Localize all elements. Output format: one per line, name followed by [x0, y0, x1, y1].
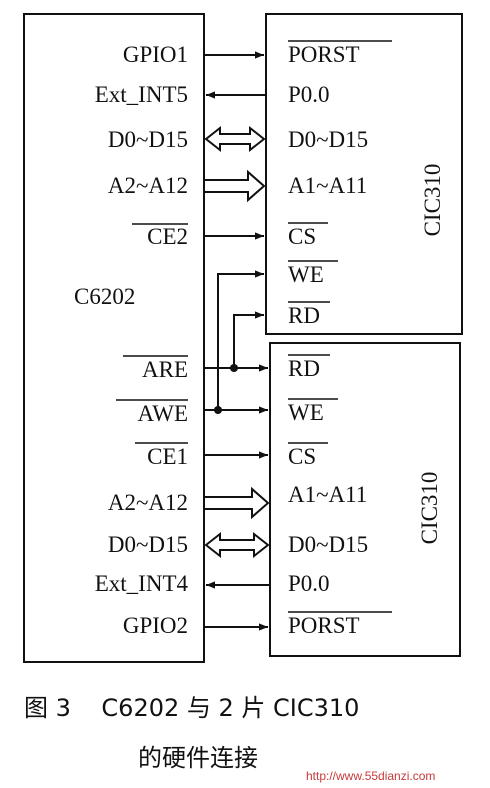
addr-bus-top-arrow: [203, 169, 266, 203]
cic-top-pin-addr: A1~A11: [288, 173, 367, 198]
addr-bus-bottom-arrow: [203, 486, 270, 520]
c6202-pin-addr-bottom: A2~A12: [108, 490, 188, 515]
cic-bottom-pin-rd: RD: [288, 356, 320, 381]
cic310-bottom-name: CIC310: [417, 472, 442, 545]
c6202-pin-are: ARE: [142, 357, 188, 382]
cic-bottom-pin-addr: A1~A11: [288, 482, 367, 507]
c6202-pin-ce1: CE1: [147, 444, 188, 469]
cic-bottom-pin-porst: PORST: [288, 613, 360, 638]
awe-net: [204, 270, 268, 414]
c6202-label: C6202: [74, 284, 135, 309]
cic-top-pin-rd: RD: [288, 303, 320, 328]
c6202-pin-data-top: D0~D15: [108, 127, 188, 152]
c6202-pin-gpio2: GPIO2: [123, 613, 188, 638]
cic-top-pin-p00: P0.0: [288, 82, 330, 107]
cic310-top-chip: [265, 13, 463, 335]
c6202-pin-ext-int5: Ext_INT5: [95, 82, 188, 107]
cic310-bottom-chip: [269, 342, 461, 657]
cic-top-pin-cs: CS: [288, 224, 316, 249]
c6202-pin-addr-top: A2~A12: [108, 173, 188, 198]
c6202-pin-data-bottom: D0~D15: [108, 532, 188, 557]
figure-caption-line1: 图 3 C6202 与 2 片 CIC310: [24, 694, 359, 722]
c6202-chip: [23, 13, 205, 663]
cic310-top-name: CIC310: [420, 164, 445, 237]
watermark: http://www.55dianzi.com: [306, 769, 435, 783]
cic-top-pin-we: WE: [288, 262, 324, 287]
figure-caption-line2: 的硬件连接: [138, 744, 258, 772]
cic-bottom-pin-p00: P0.0: [288, 571, 330, 596]
are-net: [204, 311, 268, 372]
cic-bottom-pin-we: WE: [288, 400, 324, 425]
data-bus-bottom-bidirectional-arrow: [204, 531, 270, 559]
cic-bottom-pin-data: D0~D15: [288, 532, 368, 557]
c6202-pin-ce2: CE2: [147, 224, 188, 249]
cic-top-pin-porst: PORST: [288, 42, 360, 67]
c6202-pin-ext-int4: Ext_INT4: [95, 571, 189, 596]
cic-top-pin-data: D0~D15: [288, 127, 368, 152]
c6202-pin-awe: AWE: [137, 401, 188, 426]
data-bus-top-bidirectional-arrow: [204, 125, 266, 153]
c6202-pin-gpio1: GPIO1: [123, 42, 188, 67]
cic-bottom-pin-cs: CS: [288, 444, 316, 469]
